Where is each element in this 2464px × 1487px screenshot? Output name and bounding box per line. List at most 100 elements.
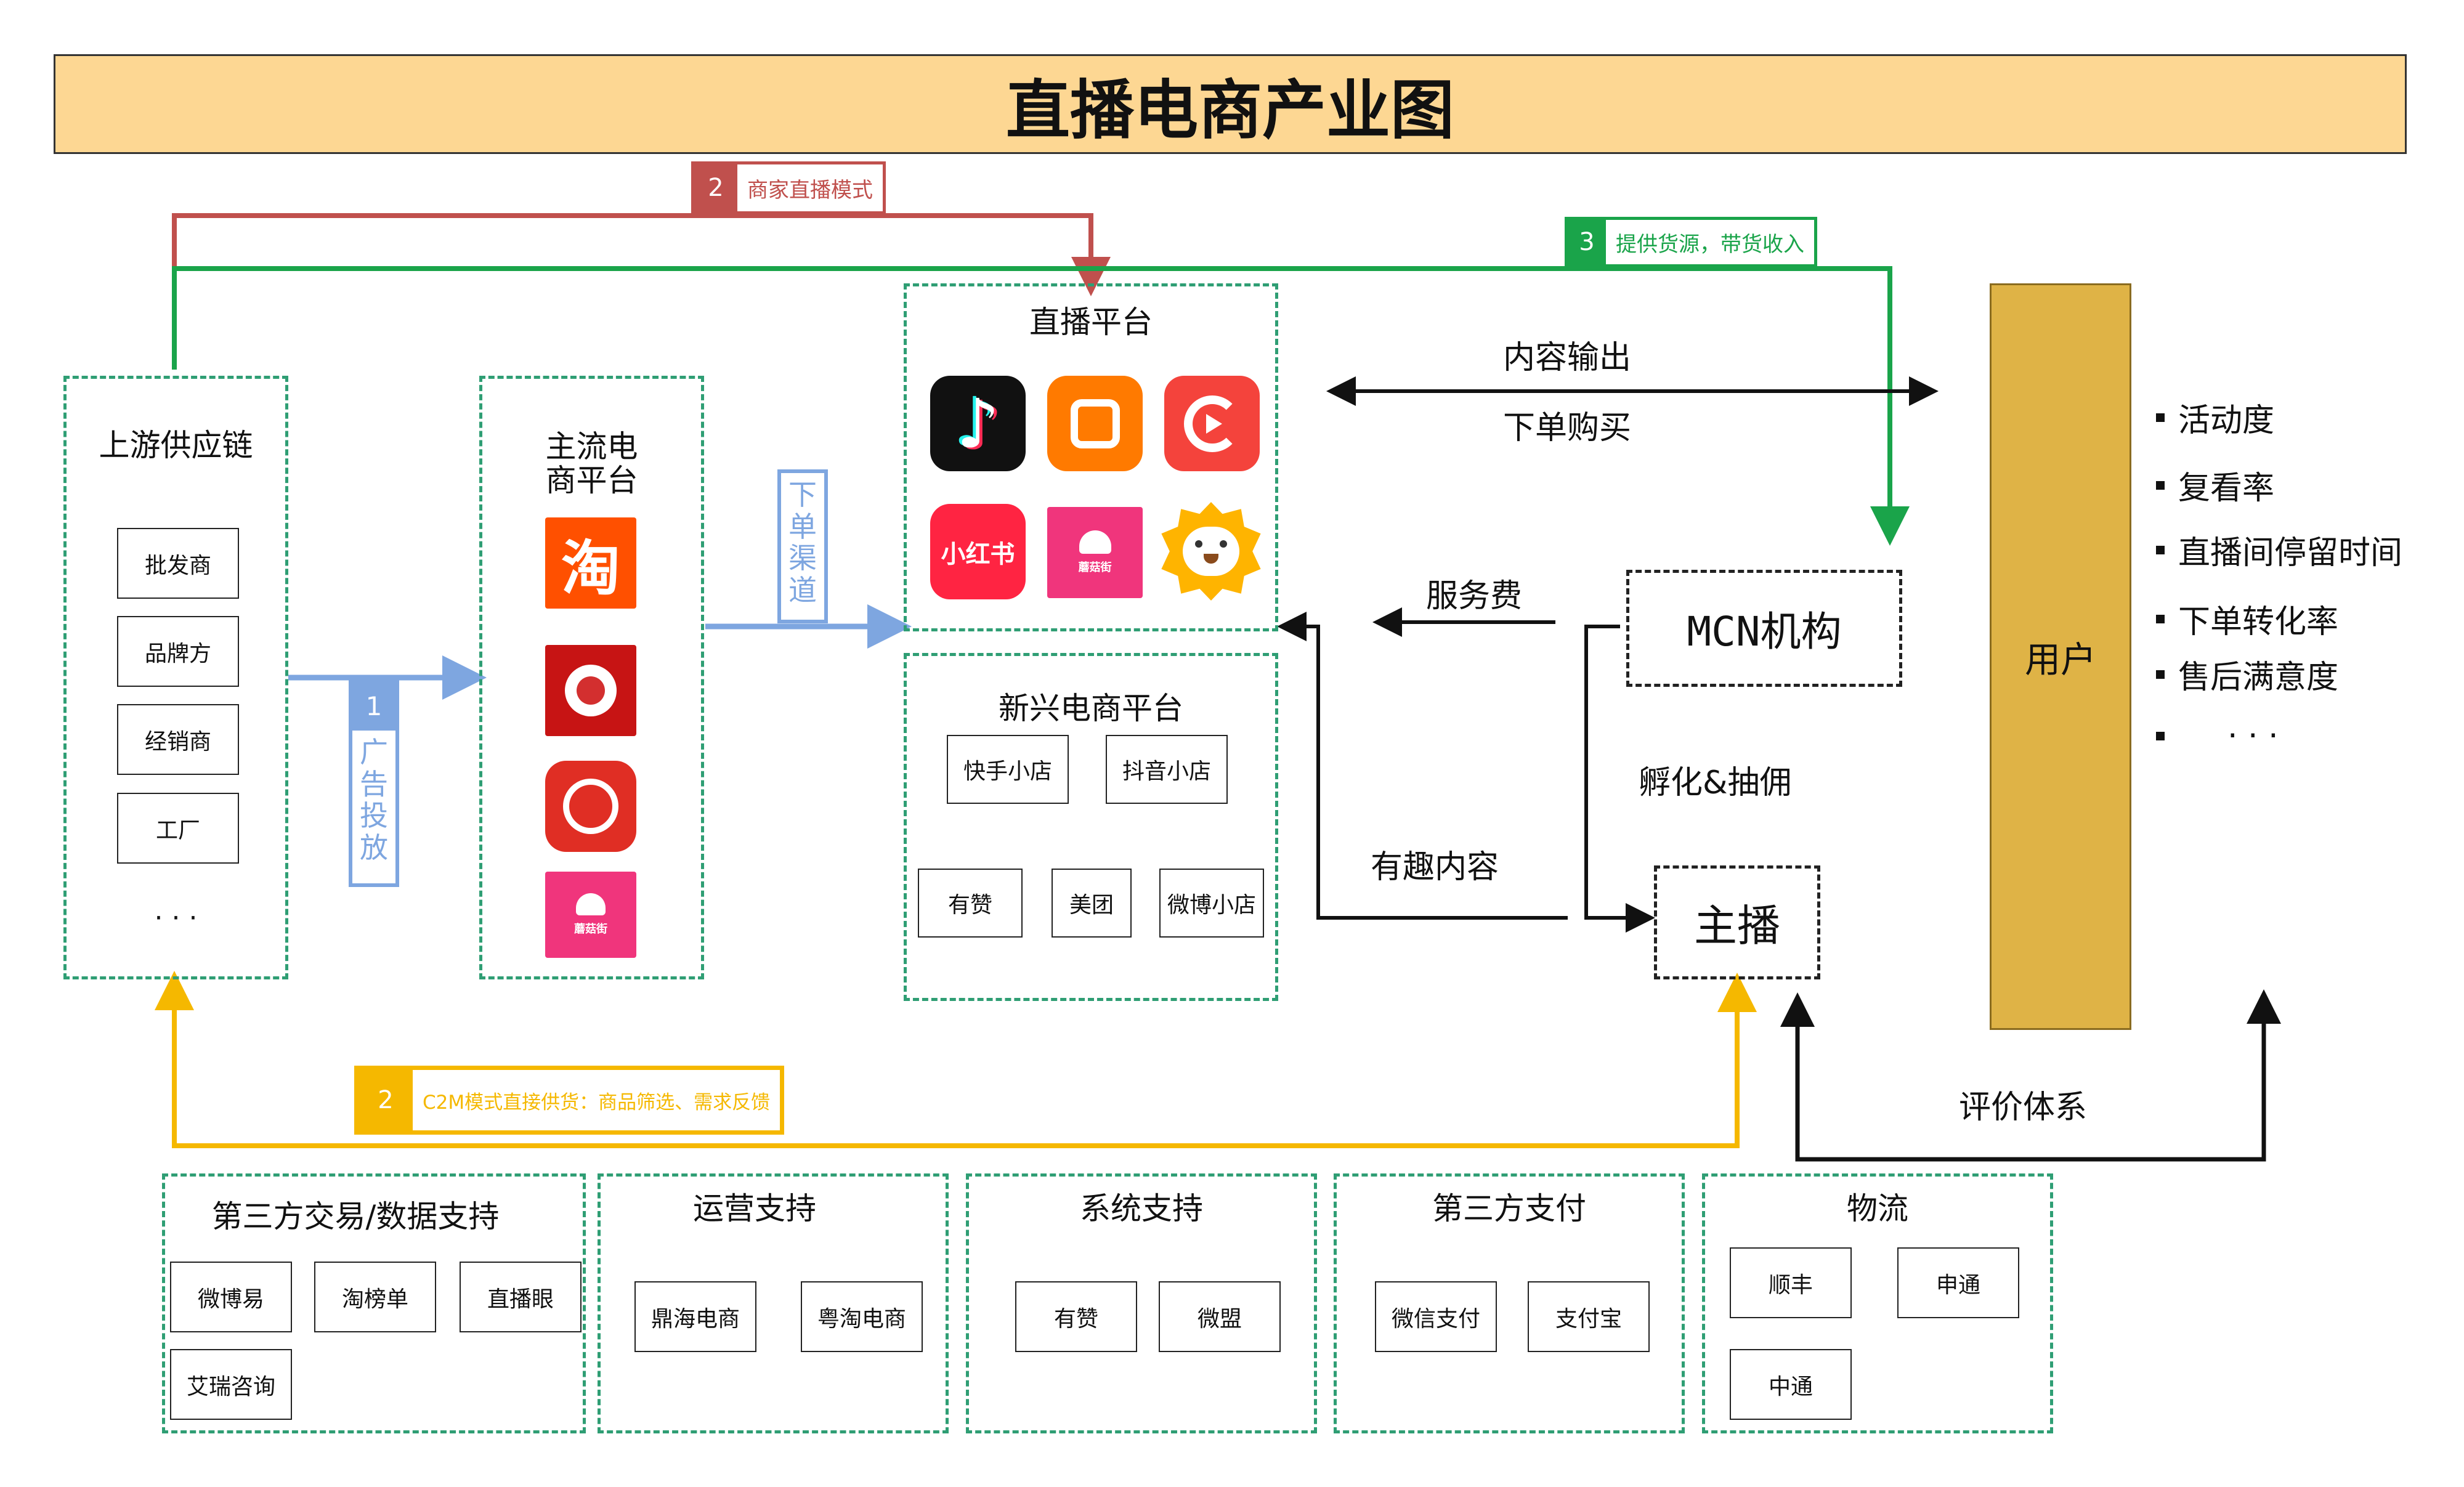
upstream-item: 工厂 <box>117 793 239 864</box>
support-title: 物流 <box>1847 1191 1908 1226</box>
live-platform-panel: 直播平台 ♪ 小红书 蘑菇街 <box>904 283 1278 631</box>
support-item: 申通 <box>1897 1247 2019 1318</box>
support-item: 中通 <box>1730 1349 1852 1420</box>
upstream-item: 品牌方 <box>117 616 239 687</box>
metric-text: 复看率 <box>2178 470 2275 507</box>
mogujie-logo: 蘑菇街 <box>1047 507 1143 598</box>
support-panel-payment: 第三方支付 微信支付 支付宝 <box>1334 1173 1685 1433</box>
metric-item: 下单转化率 <box>2156 596 2338 642</box>
metric-item: 售后满意度 <box>2156 651 2338 697</box>
taobao-logo: 淘 <box>545 517 636 609</box>
mainstream-title-line2: 商平台 <box>545 463 638 498</box>
yellow-connector <box>155 971 1740 1148</box>
incubation-label: 孵化&抽佣 <box>1639 764 1792 801</box>
support-item: 顺丰 <box>1730 1247 1852 1318</box>
content-output-label: 内容输出 <box>1503 339 1632 376</box>
ad-placement-badge: 1 广告投放 <box>349 678 399 887</box>
interesting-content-arrow <box>1277 612 1568 920</box>
badge-text: C2M模式直接供货：商品筛选、需求反馈 <box>423 1091 771 1114</box>
order-purchase-label: 下单购买 <box>1503 410 1632 447</box>
metric-text: 下单转化率 <box>2178 604 2339 641</box>
emerging-item: 微博小店 <box>1159 869 1264 938</box>
metric-item: · · · <box>2156 718 2279 755</box>
metric-item: 活动度 <box>2156 394 2274 440</box>
support-panel-trade-data: 第三方交易/数据支持 微博易 淘榜单 直播眼 艾瑞咨询 <box>162 1173 586 1433</box>
emerging-item: 有赞 <box>918 869 1023 938</box>
support-panel-logistics: 物流 顺丰 申通 中通 <box>1702 1173 2053 1433</box>
support-panel-system: 系统支持 有赞 微盟 <box>966 1173 1317 1433</box>
mogujie-text: 蘑菇街 <box>574 923 607 936</box>
vertical-char: 广 <box>360 735 388 769</box>
badge-text: 商家直播模式 <box>747 177 873 203</box>
support-title: 第三方交易/数据支持 <box>211 1199 500 1234</box>
support-item: 直播眼 <box>460 1262 582 1332</box>
mcn-box: MCN机构 <box>1626 570 1902 687</box>
douyin-logo: ♪ <box>930 376 1026 471</box>
vertical-char: 渠 <box>788 541 817 575</box>
support-item: 微博易 <box>170 1262 292 1332</box>
live-platform-title: 直播平台 <box>1029 304 1153 340</box>
mainstream-title-line1: 主流电 <box>545 429 638 464</box>
mainstream-panel: 主流电 商平台 淘 蘑菇街 <box>479 376 704 979</box>
evaluation-label: 评价体系 <box>1959 1089 2088 1126</box>
kuaishou-logo <box>1047 376 1143 471</box>
user-column: 用户 <box>1990 283 2131 1030</box>
mogujie-text: 蘑菇街 <box>1078 561 1112 574</box>
upstream-item: 批发商 <box>117 528 239 599</box>
support-item: 粤淘电商 <box>801 1281 923 1352</box>
vertical-char: 下 <box>788 478 817 511</box>
support-item: 有赞 <box>1015 1281 1137 1352</box>
upstream-item: 经销商 <box>117 704 239 775</box>
c2m-badge: 2 C2M模式直接供货：商品筛选、需求反馈 <box>354 1066 785 1135</box>
interesting-content-label: 有趣内容 <box>1371 849 1499 886</box>
support-title: 系统支持 <box>1080 1191 1203 1226</box>
vertical-char: 道 <box>788 573 817 607</box>
jd-logo <box>545 645 636 736</box>
support-title: 第三方支付 <box>1432 1191 1586 1226</box>
support-item: 微盟 <box>1159 1281 1281 1352</box>
emerging-item: 快手小店 <box>947 735 1069 804</box>
merchant-live-badge: 2 商家直播模式 <box>691 161 886 214</box>
metric-item: 直播间停留时间 <box>2156 527 2402 573</box>
anchor-box: 主播 <box>1654 865 1820 979</box>
metric-text: · · · <box>2227 718 2279 755</box>
pinduoduo-logo <box>545 761 636 852</box>
badge-text: 提供货源，带货收入 <box>1616 232 1804 257</box>
support-item: 鼎海电商 <box>634 1281 756 1352</box>
metric-text: 售后满意度 <box>2178 659 2339 696</box>
anchor-label: 主播 <box>1694 901 1780 951</box>
emerging-item: 美团 <box>1052 869 1132 938</box>
mogujie-logo: 蘑菇街 <box>545 872 636 958</box>
badge-number: 2 <box>359 1070 413 1130</box>
support-panel-operations: 运营支持 鼎海电商 粤淘电商 <box>598 1173 949 1433</box>
support-item: 艾瑞咨询 <box>170 1349 292 1420</box>
support-item: 支付宝 <box>1528 1281 1650 1352</box>
metric-text: 直播间停留时间 <box>2178 535 2403 572</box>
metric-item: 复看率 <box>2156 462 2274 508</box>
supply-badge: 3 提供货源，带货收入 <box>1565 217 1817 267</box>
huoshan-logo <box>1164 376 1260 471</box>
ad-placement-text: 广告投放 <box>352 735 395 885</box>
badge-number: 2 <box>694 164 737 211</box>
support-item: 微信支付 <box>1375 1281 1497 1352</box>
vertical-char: 告 <box>360 767 388 801</box>
evaluation-arrow <box>1795 989 2281 1162</box>
xiaohongshu-logo: 小红书 <box>930 504 1026 599</box>
service-fee-label: 服务费 <box>1426 578 1523 615</box>
suning-logo <box>1159 502 1263 601</box>
support-title: 运营支持 <box>693 1191 816 1226</box>
upstream-more: · · · <box>154 902 198 934</box>
order-channel-badge: 下单渠道 <box>777 469 828 623</box>
upstream-panel: 上游供应链 批发商 品牌方 经销商 工厂 · · · <box>63 376 288 979</box>
emerging-item: 抖音小店 <box>1106 735 1228 804</box>
emerging-title: 新兴电商平台 <box>999 691 1183 726</box>
order-channel-text: 下单渠道 <box>781 479 824 621</box>
metric-text: 活动度 <box>2178 402 2275 439</box>
vertical-char: 单 <box>788 509 817 543</box>
vertical-char: 放 <box>360 830 388 864</box>
mcn-label: MCN机构 <box>1687 608 1842 655</box>
vertical-char: 投 <box>360 799 388 833</box>
user-label: 用户 <box>2024 639 2096 681</box>
emerging-panel: 新兴电商平台 快手小店 抖音小店 有赞 美团 微博小店 <box>904 653 1278 1001</box>
